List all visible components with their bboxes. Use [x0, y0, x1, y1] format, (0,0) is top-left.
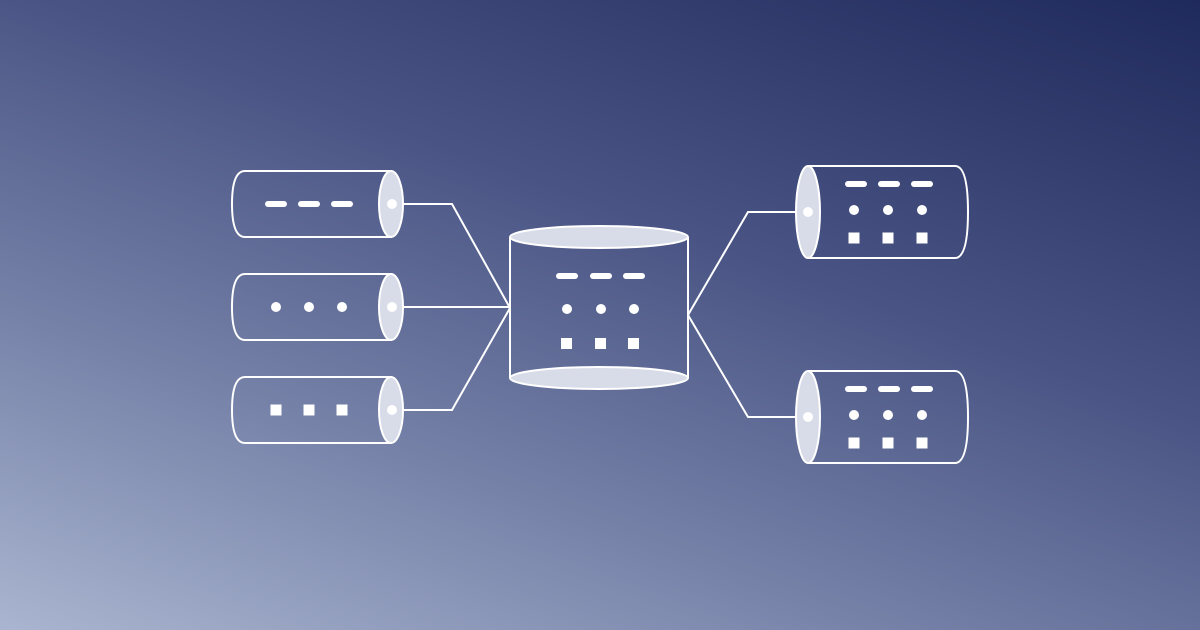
dot-mark [917, 410, 927, 420]
dot-mark [849, 205, 859, 215]
dash-mark [845, 386, 867, 392]
square-mark [916, 437, 928, 449]
dot-mark [917, 205, 927, 215]
dot-mark [271, 302, 281, 312]
connector-target-1 [687, 211, 808, 316]
dot-mark [883, 205, 893, 215]
dash-mark [845, 181, 867, 187]
port-dot [803, 412, 813, 422]
port-dot [803, 207, 813, 217]
dash-mark [298, 201, 320, 207]
dash-mark [911, 181, 933, 187]
port-dot [387, 405, 397, 415]
dash-mark [911, 386, 933, 392]
target-cylinder-icon [795, 370, 970, 464]
connector-source-3 [392, 307, 511, 411]
square-mark [916, 232, 928, 244]
source-cylinder-icon [230, 273, 404, 341]
source-cylinder-icon [230, 170, 404, 238]
connector-target-2 [687, 314, 808, 418]
dot-mark [849, 410, 859, 420]
dot-mark [304, 302, 314, 312]
target-cylinder-icon [795, 165, 970, 259]
dot-mark [337, 302, 347, 312]
square-mark [882, 437, 894, 449]
square-mark [882, 232, 894, 244]
connectors [392, 203, 808, 418]
dot-mark [883, 410, 893, 420]
source-cylinder-icon [230, 376, 404, 444]
port-dot [387, 199, 397, 209]
port-dot [387, 302, 397, 312]
square-mark [336, 404, 348, 416]
square-mark [270, 404, 282, 416]
dash-mark [331, 201, 353, 207]
hub-record-icons [556, 273, 645, 349]
square-mark [848, 437, 860, 449]
dash-mark [878, 181, 900, 187]
connector-source-1 [392, 203, 511, 309]
dash-mark [878, 386, 900, 392]
square-mark [848, 232, 860, 244]
square-mark [303, 404, 315, 416]
hub-database-icon [509, 225, 689, 390]
dash-mark [265, 201, 287, 207]
